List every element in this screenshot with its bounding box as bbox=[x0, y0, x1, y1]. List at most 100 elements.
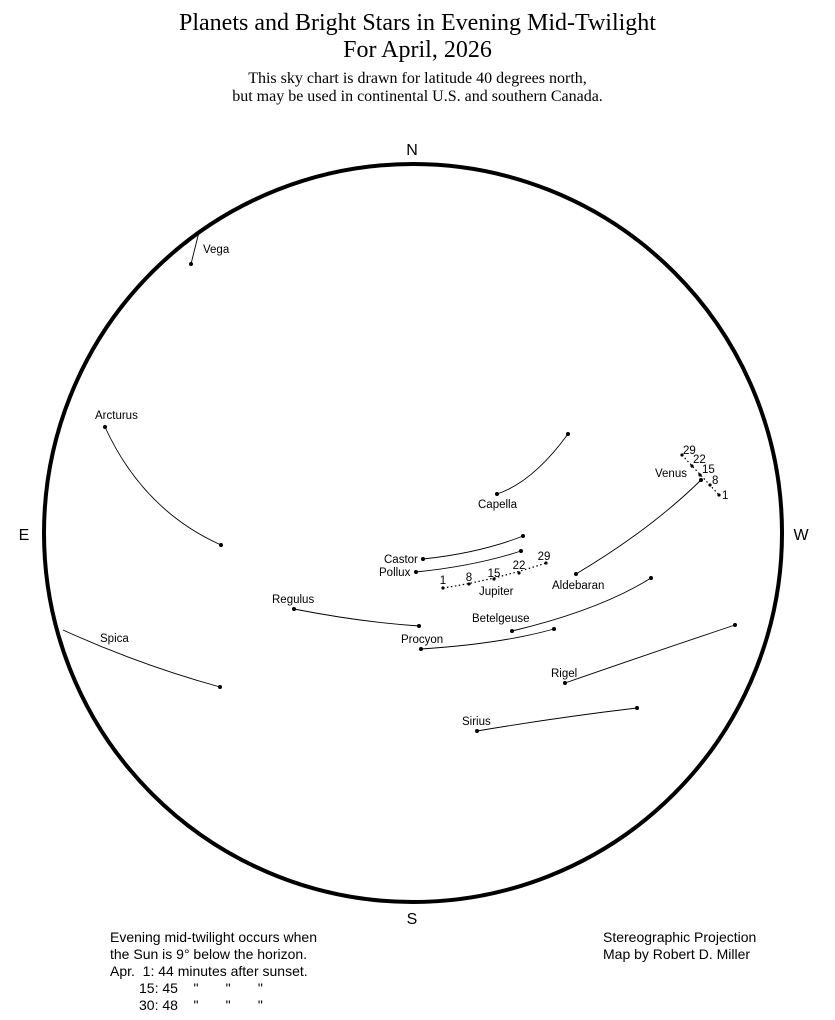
jupiter-date-29-marker bbox=[544, 561, 548, 565]
vega-marker bbox=[189, 262, 193, 266]
betelgeuse-track bbox=[511, 577, 652, 632]
jupiter-date-8: 8 bbox=[466, 572, 472, 584]
venus-label: Venus bbox=[655, 468, 687, 480]
vega-track bbox=[190, 231, 200, 265]
chart-subtitle-line-1: This sky chart is drawn for latitude 40 … bbox=[248, 70, 587, 87]
jupiter-label: Jupiter bbox=[479, 586, 514, 598]
star-vega: Vega bbox=[189, 231, 230, 266]
star-arcturus: Arcturus bbox=[95, 410, 222, 546]
aldebaran-marker bbox=[574, 572, 578, 576]
pollux-end-marker bbox=[519, 549, 523, 553]
procyon-end-marker bbox=[552, 627, 556, 631]
star-sirius: Sirius bbox=[462, 706, 639, 733]
arcturus-track bbox=[104, 426, 222, 546]
compass-north-label: N bbox=[406, 142, 418, 159]
spica-label: Spica bbox=[100, 633, 129, 645]
sirius-marker bbox=[475, 729, 479, 733]
chart-title-line-2: For April, 2026 bbox=[343, 37, 492, 63]
castor-label: Castor bbox=[384, 554, 418, 566]
compass-south-label: S bbox=[407, 911, 418, 928]
jupiter-date-1-marker bbox=[441, 586, 445, 590]
regulus-label: Regulus bbox=[272, 594, 314, 606]
venus-date-8: 8 bbox=[712, 475, 718, 487]
star-pollux: Pollux bbox=[379, 550, 522, 579]
chart-title-line-1: Planets and Bright Stars in Evening Mid-… bbox=[179, 10, 656, 36]
venus-date-1-marker bbox=[717, 493, 721, 497]
aldebaran-track bbox=[575, 479, 702, 575]
jupiter-date-29: 29 bbox=[538, 551, 551, 563]
vega-label: Vega bbox=[203, 244, 230, 256]
rigel-marker bbox=[563, 681, 567, 685]
venus-date-29: 29 bbox=[683, 445, 696, 457]
planet-venus: 29 22 15 8 1 Venus bbox=[655, 445, 728, 502]
compass-east-label: E bbox=[19, 527, 30, 544]
star-aldebaran: Aldebaran bbox=[552, 479, 702, 592]
aldebaran-label: Aldebaran bbox=[552, 580, 604, 592]
star-procyon: Procyon bbox=[401, 627, 556, 651]
planet-jupiter: 1 8 15 22 29 Jupiter bbox=[440, 551, 551, 598]
jupiter-date-15: 15 bbox=[488, 568, 501, 580]
venus-path bbox=[681, 454, 721, 497]
footer-note-line-1: Evening mid-twilight occurs when bbox=[110, 929, 317, 945]
betelgeuse-label: Betelgeuse bbox=[472, 613, 530, 625]
aldebaran-end-marker bbox=[699, 478, 703, 482]
rigel-label: Rigel bbox=[551, 668, 577, 680]
star-rigel: Rigel bbox=[551, 623, 737, 685]
footer-note-line-4: 15: 45 " " " bbox=[139, 980, 263, 996]
venus-date-22-marker bbox=[690, 464, 694, 468]
jupiter-date-8-marker bbox=[467, 582, 471, 586]
pollux-track bbox=[415, 550, 522, 573]
jupiter-date-22-marker bbox=[517, 571, 521, 575]
castor-end-marker bbox=[521, 534, 525, 538]
regulus-marker bbox=[292, 607, 296, 611]
arcturus-label: Arcturus bbox=[95, 410, 138, 422]
venus-date-29-marker bbox=[680, 453, 684, 457]
capella-track bbox=[496, 433, 569, 495]
footer-note-line-3: Apr. 1: 44 minutes after sunset. bbox=[110, 963, 308, 979]
betelgeuse-marker bbox=[510, 629, 514, 633]
venus-date-22: 22 bbox=[693, 454, 706, 466]
star-capella: Capella bbox=[478, 433, 569, 511]
procyon-marker bbox=[419, 647, 423, 651]
capella-end-marker bbox=[566, 432, 570, 436]
castor-marker bbox=[421, 557, 425, 561]
spica-marker bbox=[218, 685, 222, 689]
procyon-track bbox=[420, 628, 555, 650]
spica-track bbox=[62, 629, 221, 688]
star-castor: Castor bbox=[384, 535, 524, 566]
venus-date-15: 15 bbox=[702, 464, 715, 476]
rigel-end-marker bbox=[733, 623, 737, 627]
capella-label: Capella bbox=[478, 499, 518, 511]
rigel-track bbox=[564, 624, 736, 684]
jupiter-date-22: 22 bbox=[513, 560, 526, 572]
sirius-end-marker bbox=[635, 706, 639, 710]
jupiter-date-1: 1 bbox=[440, 575, 446, 587]
venus-date-15-marker bbox=[698, 473, 702, 477]
author-credit: Map by Robert D. Miller bbox=[603, 946, 751, 962]
footer-note-line-5: 30: 48 " " " bbox=[139, 997, 263, 1013]
betelgeuse-end-marker bbox=[649, 576, 653, 580]
compass-west-label: W bbox=[793, 527, 809, 544]
procyon-label: Procyon bbox=[401, 634, 443, 646]
jupiter-date-15-marker bbox=[492, 577, 496, 581]
star-betelgeuse: Betelgeuse bbox=[472, 577, 652, 633]
projection-note: Stereographic Projection bbox=[603, 929, 757, 945]
arcturus-end-marker bbox=[219, 543, 223, 547]
horizon-circle bbox=[42, 162, 784, 904]
footer-note-line-2: the Sun is 9° below the horizon. bbox=[110, 946, 308, 962]
sirius-label: Sirius bbox=[462, 716, 491, 728]
star-spica: Spica bbox=[62, 629, 222, 689]
pollux-label: Pollux bbox=[379, 567, 411, 579]
regulus-end-marker bbox=[417, 624, 421, 628]
star-regulus: Regulus bbox=[272, 594, 420, 627]
regulus-track bbox=[293, 608, 420, 627]
capella-marker bbox=[495, 492, 499, 496]
castor-track bbox=[422, 535, 524, 560]
venus-date-1: 1 bbox=[722, 490, 728, 502]
sirius-track bbox=[476, 707, 638, 732]
arcturus-marker bbox=[103, 425, 107, 429]
venus-date-8-marker bbox=[708, 483, 712, 487]
pollux-marker bbox=[414, 570, 418, 574]
chart-subtitle-line-2: but may be used in continental U.S. and … bbox=[232, 88, 603, 105]
